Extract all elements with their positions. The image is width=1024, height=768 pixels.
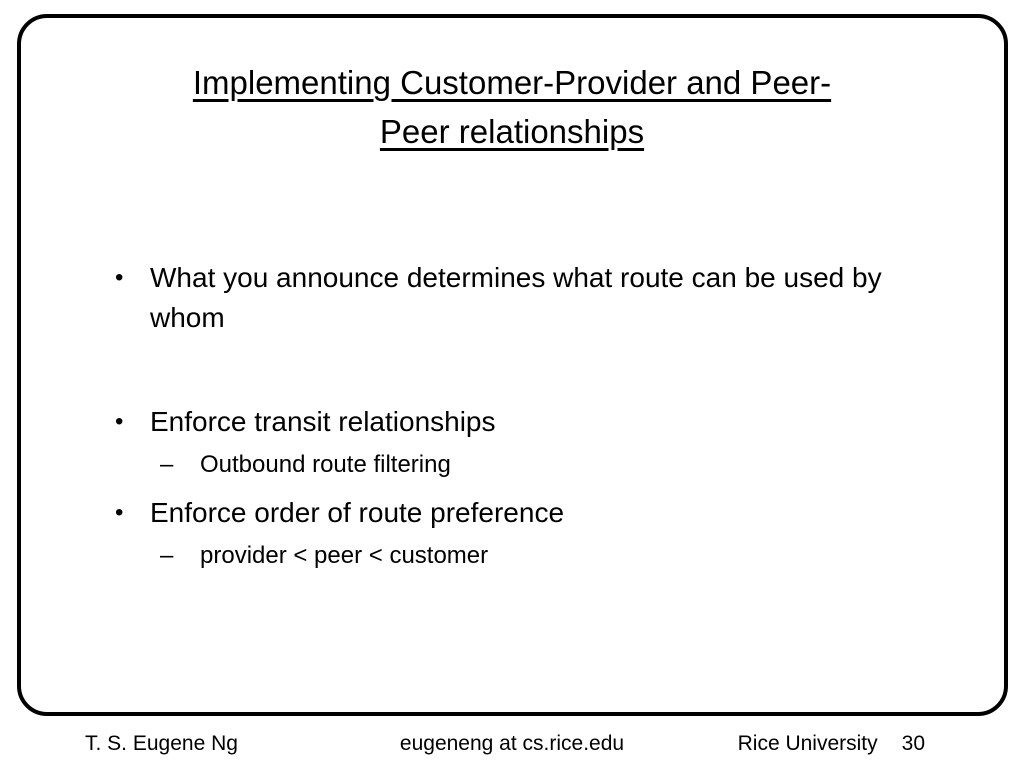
slide-title-line-2: Peer relationships (379, 113, 645, 150)
bullet-text: Enforce order of route preference (150, 497, 565, 528)
footer-institution-and-page: Rice University 30 (738, 731, 925, 757)
slide-border-frame (17, 14, 1008, 716)
bullet-item: • Enforce order of route preference (115, 493, 890, 533)
bullet-item: • Enforce transit relationships (115, 402, 890, 442)
dash-marker-icon: – (160, 542, 174, 569)
bullet-text: Enforce transit relationships (150, 406, 496, 437)
slide-footer: T. S. Eugene Ng eugeneng at cs.rice.edu … (0, 731, 1024, 757)
sub-bullet-text: Outbound route filtering (200, 451, 451, 478)
footer-institution: Rice University (737, 732, 878, 755)
bullet-item: • What you announce determines what rout… (115, 258, 890, 338)
footer-email: eugeneng at cs.rice.edu (399, 732, 625, 755)
bullet-marker-icon: • (115, 408, 124, 435)
slide-title: Implementing Customer-Provider and Peer-… (60, 58, 964, 156)
bullet-list: • What you announce determines what rout… (115, 258, 890, 573)
sub-bullet-text: provider < peer < customer (200, 542, 489, 569)
footer-author: T. S. Eugene Ng (85, 732, 238, 755)
footer-page-number: 30 (901, 732, 925, 755)
dash-marker-icon: – (160, 451, 174, 478)
bullet-marker-icon: • (115, 499, 124, 526)
bullet-marker-icon: • (115, 264, 124, 291)
sub-bullet-item: – Outbound route filtering (160, 448, 890, 482)
sub-bullet-item: – provider < peer < customer (160, 539, 890, 573)
bullet-text: What you announce determines what route … (150, 262, 882, 333)
slide-title-line-1: Implementing Customer-Provider and Peer- (192, 64, 832, 101)
